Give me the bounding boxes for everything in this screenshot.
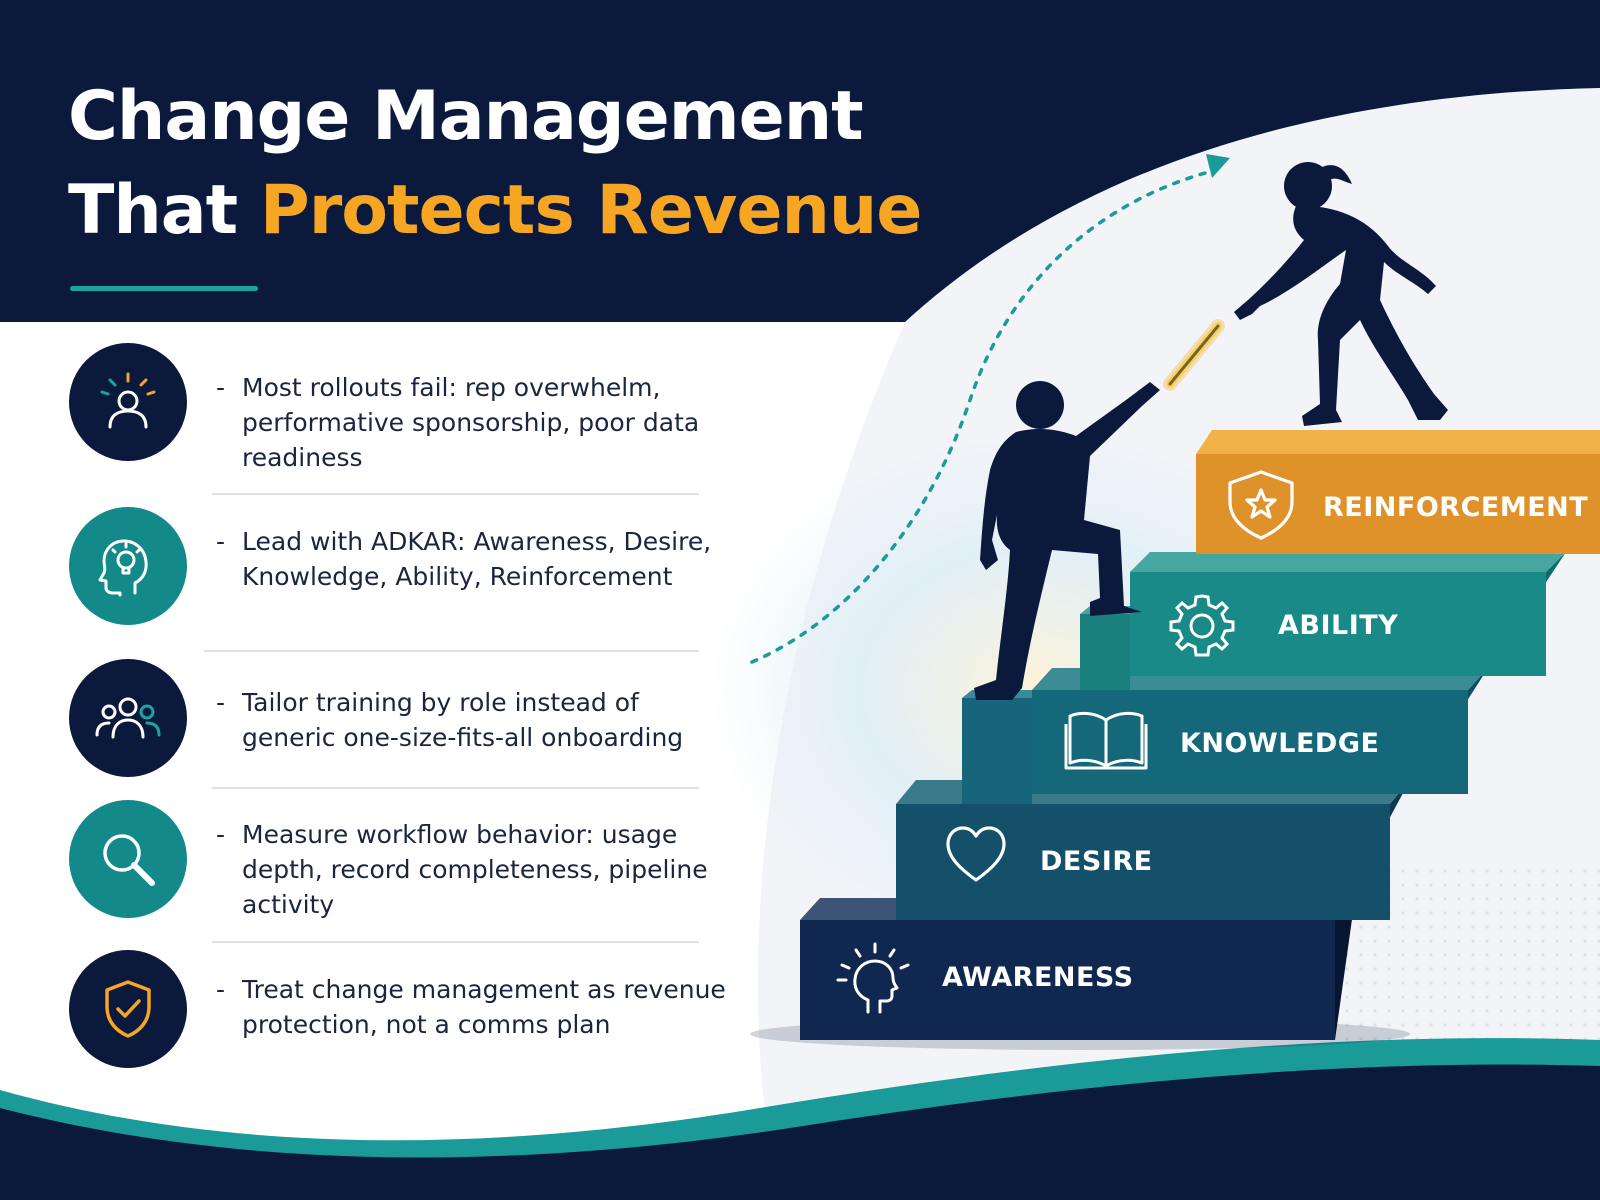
gear-icon bbox=[1169, 594, 1235, 657]
title-line-2-plain: That bbox=[68, 171, 238, 250]
team-icon bbox=[69, 659, 187, 777]
title-underline bbox=[70, 286, 258, 291]
heart-icon bbox=[946, 826, 1006, 882]
bullet-divider bbox=[212, 787, 699, 789]
bullet-list: -Most rollouts fail: rep overwhelm, perf… bbox=[0, 0, 726, 1200]
shield-check-icon bbox=[69, 950, 187, 1068]
awareness-head-icon bbox=[836, 942, 910, 1014]
title-line-2-accent: Protects Revenue bbox=[259, 171, 923, 250]
shield-star-icon bbox=[1228, 470, 1294, 540]
idea-person-icon bbox=[69, 343, 187, 461]
magnifier-icon bbox=[69, 800, 187, 918]
step-ability bbox=[1080, 552, 1566, 690]
bullet-text-3: -Tailor training by role instead of gene… bbox=[216, 688, 684, 752]
step-label-reinforcement: REINFORCEMENT bbox=[1323, 492, 1589, 523]
bullet-divider bbox=[204, 650, 699, 652]
step-label-knowledge: KNOWLEDGE bbox=[1180, 728, 1380, 759]
bullet-text-1: -Most rollouts fail: rep overwhelm, perf… bbox=[216, 373, 700, 472]
step-label-desire: DESIRE bbox=[1040, 846, 1153, 877]
connection-bar bbox=[1163, 319, 1225, 391]
step-label-ability: ABILITY bbox=[1278, 610, 1399, 641]
bullet-text-4: -Measure workflow behavior: usage depth,… bbox=[216, 820, 708, 919]
mentor-figure bbox=[1234, 162, 1448, 426]
growth-arrow-path bbox=[750, 168, 1218, 664]
bullet-text-2: -Lead with ADKAR: Awareness, Desire, Kno… bbox=[216, 527, 712, 591]
climber-figure bbox=[974, 381, 1160, 700]
title-line-1: Change Management bbox=[68, 77, 864, 156]
page-title: Change Management That Protects Revenue bbox=[68, 70, 923, 258]
book-icon bbox=[1064, 711, 1148, 770]
lightbulb-head-icon bbox=[69, 507, 187, 625]
bullet-divider bbox=[212, 493, 699, 495]
growth-arrow-head bbox=[1206, 154, 1230, 178]
bullet-text-5: -Treat change management as revenue prot… bbox=[216, 975, 726, 1039]
step-reinforcement bbox=[1196, 430, 1600, 554]
bullet-divider bbox=[212, 941, 699, 943]
step-label-awareness: AWARENESS bbox=[942, 962, 1134, 993]
